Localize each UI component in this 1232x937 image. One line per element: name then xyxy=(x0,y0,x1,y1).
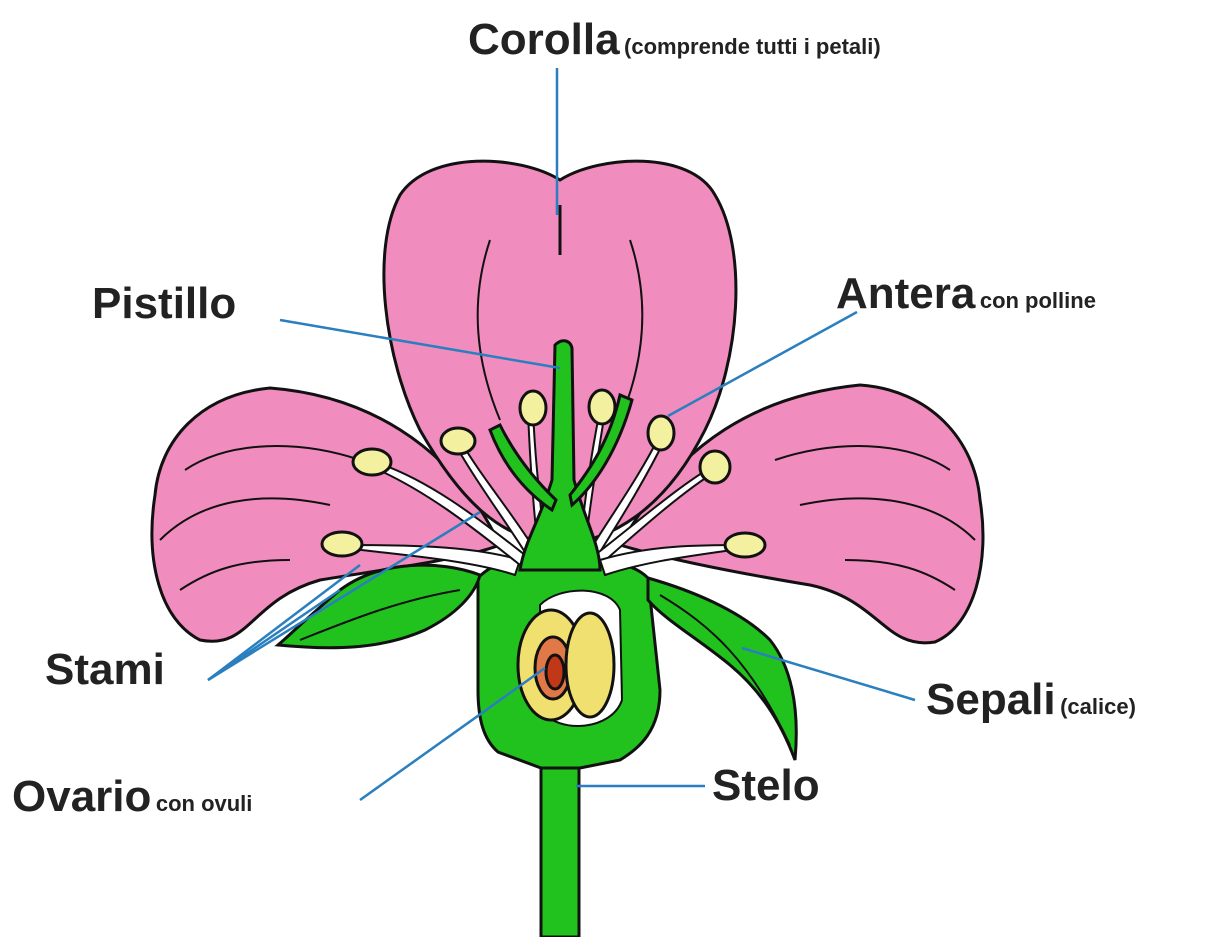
pistillo-label: Pistillo xyxy=(92,282,236,326)
sepali-label-main: Sepali xyxy=(926,675,1056,724)
pistillo-label-main: Pistillo xyxy=(92,279,236,328)
ovario-label-note: con ovuli xyxy=(156,791,253,816)
sepali-label: Sepali (calice) xyxy=(926,678,1136,722)
stelo-label-main: Stelo xyxy=(712,761,820,810)
sepal-right xyxy=(648,578,796,760)
stami-label-main: Stami xyxy=(45,645,165,694)
antera-label-main: Antera xyxy=(836,269,975,318)
ovules xyxy=(518,610,614,720)
stelo-label: Stelo xyxy=(712,764,820,808)
corolla-label: Corolla (comprende tutti i petali) xyxy=(468,18,881,62)
antera-label-note: con polline xyxy=(980,288,1096,313)
ovario-label-main: Ovario xyxy=(12,772,151,821)
corolla-label-main: Corolla xyxy=(468,15,620,64)
ovario-label: Ovario con ovuli xyxy=(12,775,252,819)
antera-label: Antera con polline xyxy=(836,272,1096,316)
stem xyxy=(541,765,579,937)
corolla-label-note: (comprende tutti i petali) xyxy=(624,34,881,59)
sepali-label-note: (calice) xyxy=(1060,694,1136,719)
stami-label: Stami xyxy=(45,648,165,692)
